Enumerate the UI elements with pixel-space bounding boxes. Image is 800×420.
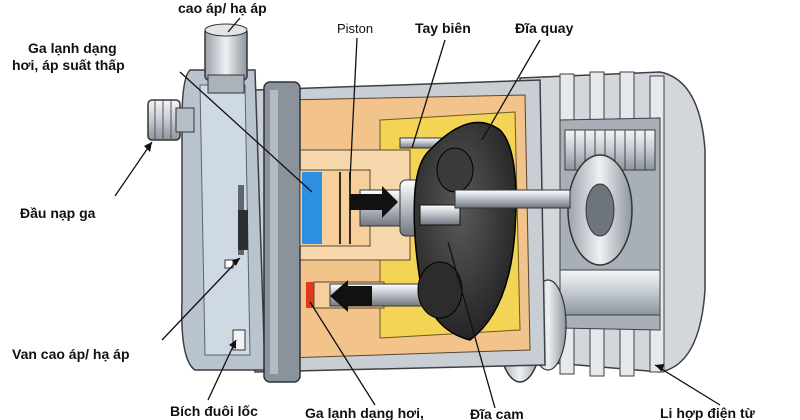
label-piston: Piston [337,21,374,36]
flange-plate [263,81,301,383]
drive-shaft [454,189,571,209]
label-tay-bien: Tay biên [415,20,471,36]
label-dau-nap-ga: Đầu nạp ga [20,205,96,221]
label-ga-lanh-thap-line2: hơi, áp suất thấp [12,57,125,73]
swash-plate [413,121,517,341]
label-van-cao-ap-ha-ap: Van cao áp/ hạ áp [12,346,130,362]
label-bich-duoi-loc: Bích đuôi lốc [170,403,258,419]
pointer-lines [114,17,721,409]
label-cao-ap-ha-ap-top: cao áp/ hạ áp [178,0,267,16]
label-li-hop-dien-tu: Li hợp điện từ [660,405,755,420]
label-ga-lanh-cao: Ga lạnh dạng hơi, [305,405,424,420]
top-service-port [204,23,248,94]
side-charging-port [147,99,195,141]
flow-arrow-right [350,186,398,218]
label-do-to-com: Đĩa cam [470,406,524,420]
label-dia-quay: Đĩa quay [515,20,574,36]
pointer-arrowheads [144,142,664,372]
label-ga-lanh-thap-line1: Ga lạnh dạng [28,40,117,56]
flow-arrow-left [330,280,372,312]
